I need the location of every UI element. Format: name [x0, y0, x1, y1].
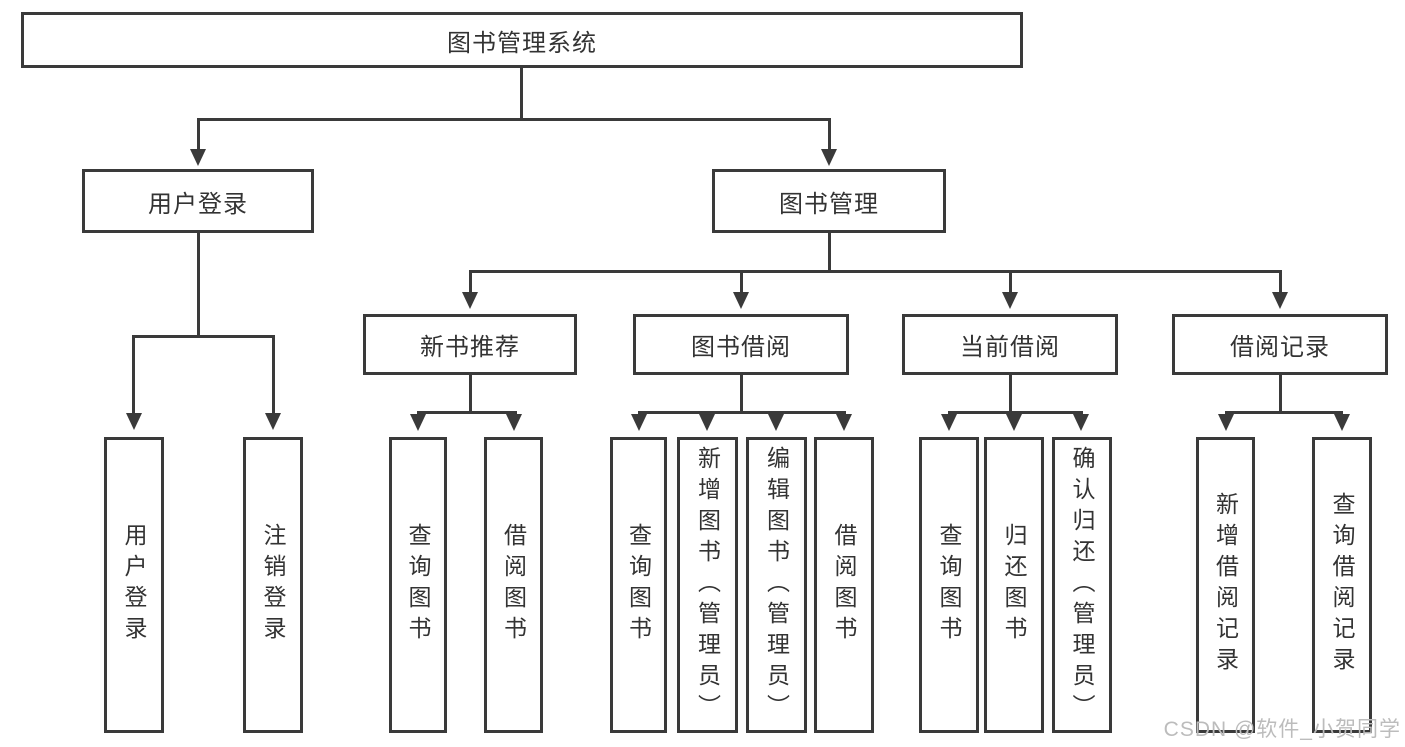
connector-line: [417, 411, 517, 414]
node-label: 当前借阅: [960, 334, 1060, 361]
leaf-borrow-books: 借阅图书: [484, 437, 543, 733]
arrowhead-down-icon: [190, 149, 206, 166]
connector-line: [197, 118, 831, 121]
leaf-edit-books-admin: 编辑图书（管理员）: [746, 437, 807, 733]
connector-line: [740, 272, 743, 294]
leaf-add-books-admin: 新增图书（管理员）: [677, 437, 738, 733]
node-label: 图书借阅: [691, 334, 791, 361]
leaf-label: 查询图书: [405, 523, 431, 647]
connector-line: [948, 411, 1083, 414]
node-library-management-system: 图书管理系统: [21, 12, 1023, 68]
arrowhead-down-icon: [1002, 292, 1018, 309]
leaf-query-books: 查询图书: [610, 437, 667, 733]
arrowhead-down-icon: [506, 414, 522, 431]
connector-line: [520, 68, 523, 120]
arrowhead-down-icon: [631, 414, 647, 431]
node-label: 用户登录: [148, 190, 248, 218]
node-current-borrowing: 当前借阅: [902, 314, 1118, 375]
connector-line: [638, 411, 846, 414]
connector-line: [197, 233, 200, 337]
leaf-borrow-books: 借阅图书: [814, 437, 874, 733]
arrowhead-down-icon: [1006, 414, 1022, 431]
leaf-label: 新增借阅记录: [1212, 492, 1239, 678]
arrowhead-down-icon: [1218, 414, 1234, 431]
connector-line: [1279, 272, 1282, 294]
node-new-book-recommendation: 新书推荐: [363, 314, 577, 375]
arrowhead-down-icon: [410, 414, 426, 431]
node-user-login: 用户登录: [82, 169, 314, 233]
connector-line: [1279, 375, 1282, 413]
node-label: 借阅记录: [1230, 334, 1330, 361]
arrowhead-down-icon: [821, 149, 837, 166]
leaf-label: 查询借阅记录: [1329, 492, 1355, 678]
node-borrowing-records: 借阅记录: [1172, 314, 1388, 375]
arrowhead-down-icon: [836, 414, 852, 431]
connector-line: [197, 120, 200, 151]
leaf-confirm-return-admin: 确认归还（管理员）: [1052, 437, 1112, 733]
leaf-label: 用户登录: [121, 523, 147, 647]
arrowhead-down-icon: [1272, 292, 1288, 309]
leaf-query-books: 查询图书: [919, 437, 979, 733]
leaf-label: 新增图书（管理员）: [694, 445, 721, 725]
node-label: 图书管理系统: [447, 29, 597, 57]
node-label: 新书推荐: [420, 334, 520, 361]
connector-line: [1009, 272, 1012, 294]
node-book-borrowing: 图书借阅: [633, 314, 849, 375]
connector-line: [1009, 375, 1012, 413]
connector-line: [132, 335, 275, 338]
arrowhead-down-icon: [733, 292, 749, 309]
connector-line: [740, 375, 743, 413]
leaf-label: 借阅图书: [831, 523, 857, 647]
leaf-label: 借阅图书: [500, 523, 527, 647]
leaf-label: 归还图书: [1001, 523, 1027, 647]
connector-line: [1225, 411, 1343, 414]
connector-line: [828, 120, 831, 151]
node-label: 图书管理: [779, 190, 879, 218]
arrowhead-down-icon: [768, 414, 784, 431]
arrowhead-down-icon: [126, 413, 142, 430]
arrowhead-down-icon: [265, 413, 281, 430]
arrowhead-down-icon: [462, 292, 478, 309]
leaf-label: 确认归还（管理员）: [1069, 445, 1095, 725]
node-book-management: 图书管理: [712, 169, 946, 233]
watermark: CSDN @软件_小贺同学: [1163, 718, 1401, 741]
leaf-logout: 注销登录: [243, 437, 303, 733]
connector-line: [469, 270, 1282, 273]
arrowhead-down-icon: [941, 414, 957, 431]
connector-line: [469, 375, 472, 413]
leaf-return-books: 归还图书: [984, 437, 1044, 733]
leaf-query-borrow-record: 查询借阅记录: [1312, 437, 1372, 733]
leaf-user-login: 用户登录: [104, 437, 164, 733]
connector-line: [132, 337, 135, 414]
leaf-label: 编辑图书（管理员）: [763, 445, 790, 725]
leaf-label: 查询图书: [625, 523, 652, 647]
leaf-query-books: 查询图书: [389, 437, 447, 733]
arrowhead-down-icon: [699, 414, 715, 431]
connector-line: [828, 233, 831, 272]
arrowhead-down-icon: [1334, 414, 1350, 431]
leaf-label: 查询图书: [936, 523, 962, 647]
leaf-label: 注销登录: [260, 523, 286, 647]
leaf-add-borrow-record: 新增借阅记录: [1196, 437, 1255, 733]
connector-line: [272, 337, 275, 414]
arrowhead-down-icon: [1073, 414, 1089, 431]
connector-line: [469, 272, 472, 294]
